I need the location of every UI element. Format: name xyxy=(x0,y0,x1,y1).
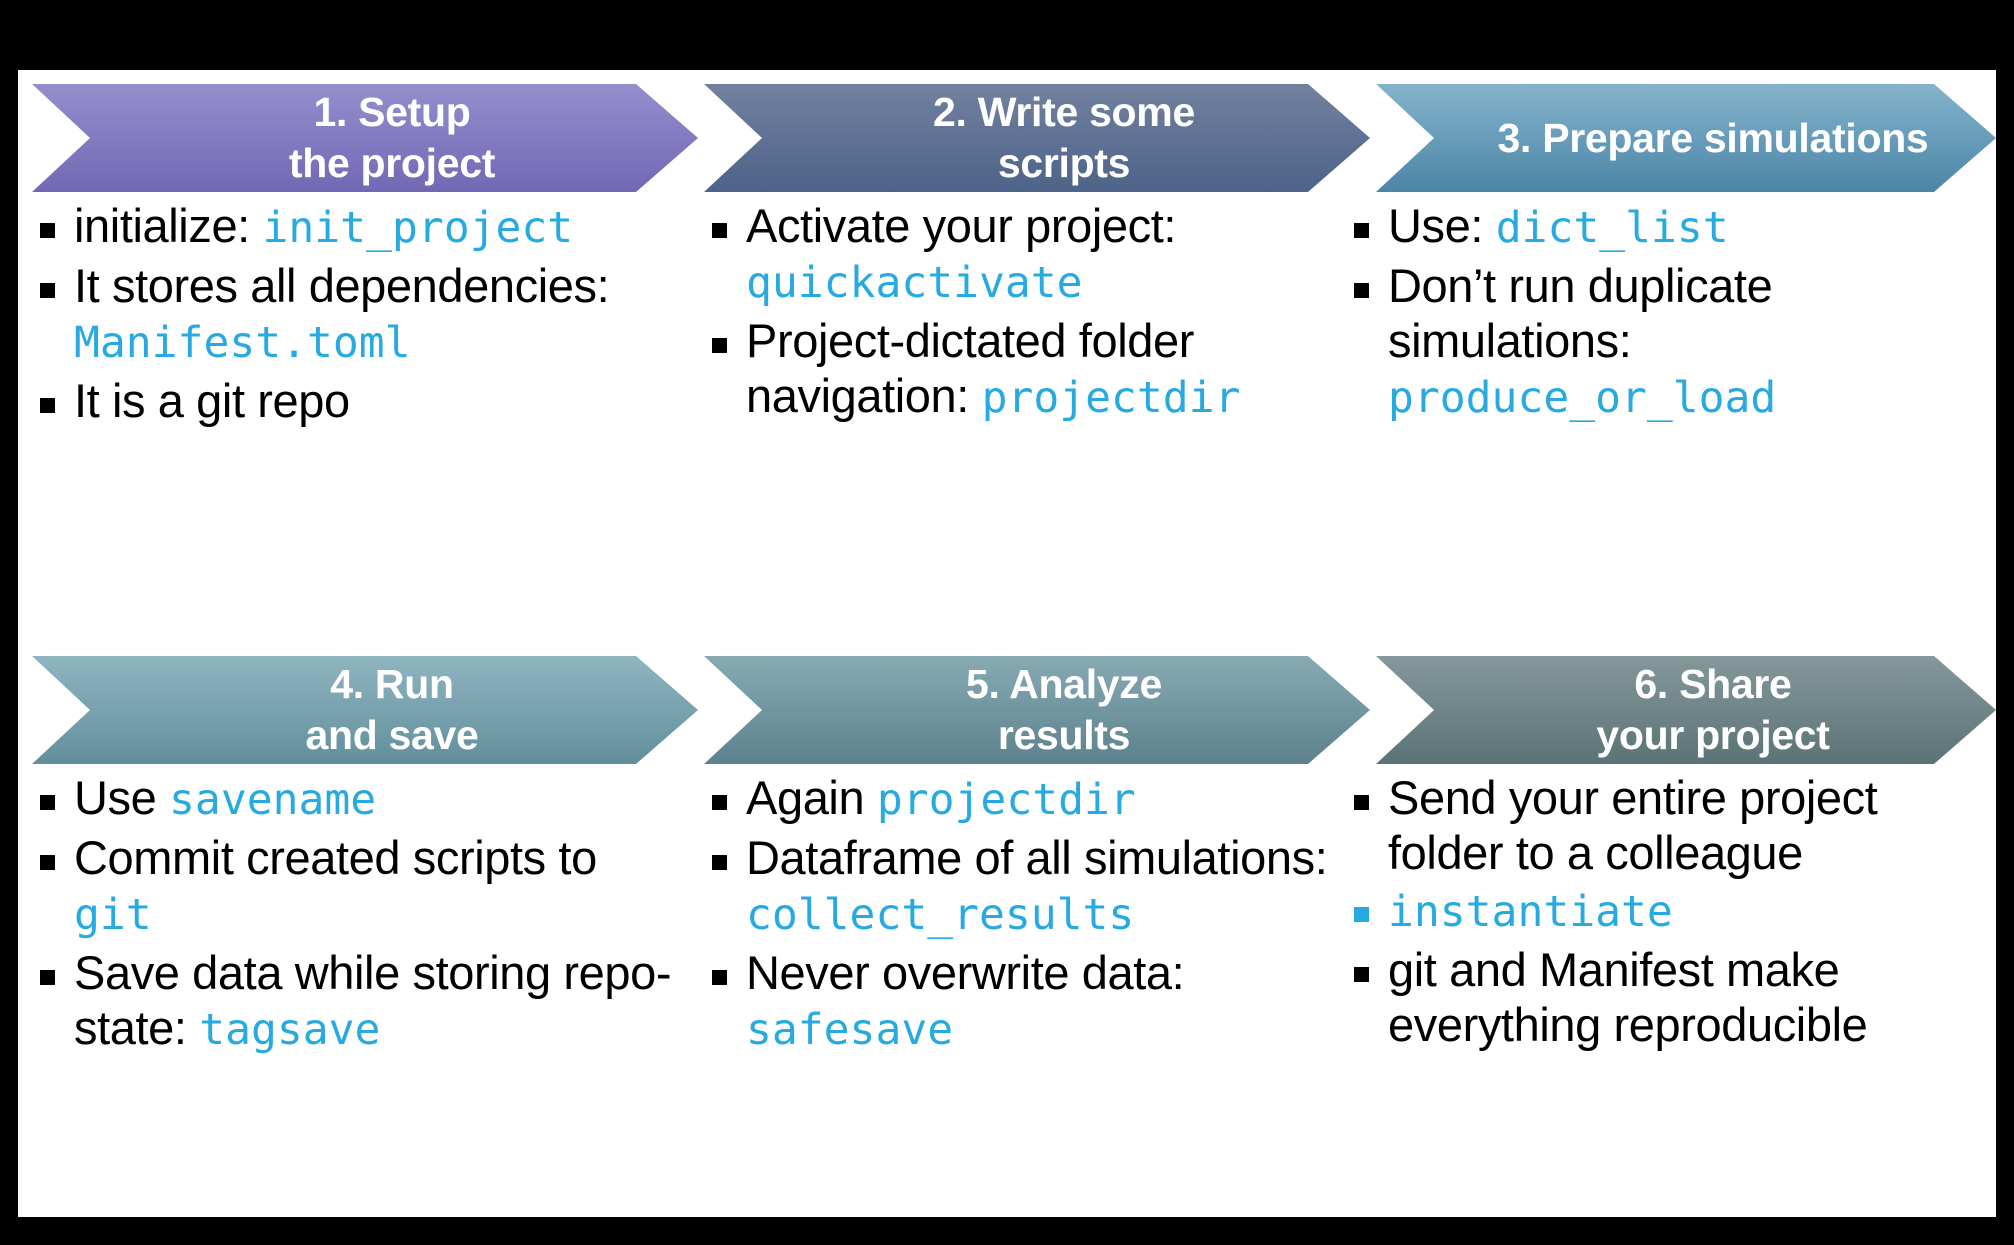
code-token: init_project xyxy=(262,203,574,253)
chevron-step-header-5: 5. Analyze results xyxy=(704,656,1370,764)
list-item: Dataframe of all simulations: collect_re… xyxy=(704,830,1354,943)
chevron-step-title: 4. Run and save xyxy=(305,661,479,758)
list-item: Again projectdir xyxy=(704,770,1354,828)
list-item: initialize: init_project xyxy=(32,198,682,256)
list-item: Send your entire project folder to a col… xyxy=(1346,770,1996,880)
bullet-text: Use: xyxy=(1388,199,1496,252)
bullet-text: Don’t run duplicate simulations: xyxy=(1388,259,1773,367)
bullet-list: Send your entire project folder to a col… xyxy=(1346,770,1996,1052)
list-item: Never overwrite data: safesave xyxy=(704,945,1354,1058)
bullet-text: Send your entire project folder to a col… xyxy=(1388,771,1878,879)
bullet-text: Again xyxy=(746,771,877,824)
list-item: Save data while storing repo-state: tags… xyxy=(32,945,682,1058)
chevron-step-title: 5. Analyze results xyxy=(965,661,1162,758)
chevron-step-title: 3. Prepare simulations xyxy=(1497,114,1929,161)
chevron-step-title: 1. Setup the project xyxy=(288,89,496,186)
list-item: Activate your project: quickactivate xyxy=(704,198,1354,311)
bullet-text: It stores all dependencies: xyxy=(74,259,610,312)
list-item: Don’t run duplicate simulations: produce… xyxy=(1346,258,1996,426)
code-token: tagsave xyxy=(199,1005,381,1055)
workflow-row-1: 1. Setup the project 2. Write some script… xyxy=(18,70,1996,642)
chevron-header-band-2: 4. Run and save 5. Analyze results 6. Shar… xyxy=(18,656,1996,764)
code-token: git xyxy=(74,890,152,940)
chevron-step-title: 6. Share your project xyxy=(1596,661,1830,758)
code-token: projectdir xyxy=(876,775,1136,825)
code-token: dict_list xyxy=(1495,203,1729,253)
slide-canvas: 1. Setup the project 2. Write some script… xyxy=(18,70,1996,1217)
code-token: Manifest.toml xyxy=(74,318,411,368)
chevron-step-header-1: 1. Setup the project xyxy=(32,84,698,192)
list-item: git and Manifest make everything reprodu… xyxy=(1346,942,1996,1052)
bullet-text: Activate your project: xyxy=(746,199,1177,252)
list-item: Commit created scripts to git xyxy=(32,830,682,943)
bullet-text: It is a git repo xyxy=(74,374,350,427)
list-item: It stores all dependencies: Manifest.tom… xyxy=(32,258,682,371)
code-token: safesave xyxy=(746,1005,954,1055)
workflow-row-2: 4. Run and save 5. Analyze results 6. Shar… xyxy=(18,642,1996,1217)
code-token: quickactivate xyxy=(746,258,1083,308)
bullet-text: Dataframe of all simulations: xyxy=(746,831,1328,884)
list-item: instantiate xyxy=(1346,882,1996,940)
list-item: Project-dictated folder navigation: proj… xyxy=(704,313,1354,426)
bullet-text: initialize: xyxy=(74,199,263,252)
bullet-text: Use xyxy=(74,771,170,824)
bullet-column-6: Send your entire project folder to a col… xyxy=(1346,770,1996,1054)
chevron-step-header-2: 2. Write some scripts xyxy=(704,84,1370,192)
code-token: projectdir xyxy=(981,373,1241,423)
chevron-header-band-1: 1. Setup the project 2. Write some script… xyxy=(18,84,1996,192)
chevron-step-header-6: 6. Share your project xyxy=(1376,656,1996,764)
list-item: It is a git repo xyxy=(32,373,682,428)
bullet-text: Never overwrite data: xyxy=(746,946,1185,999)
code-token: produce_or_load xyxy=(1388,373,1777,423)
code-token: collect_results xyxy=(746,890,1135,940)
code-token: instantiate xyxy=(1388,887,1673,937)
chevron-step-header-4: 4. Run and save xyxy=(32,656,698,764)
row-divider xyxy=(18,641,1996,642)
bullet-text: Commit created scripts to xyxy=(74,831,597,884)
bullet-text: git and Manifest make everything reprodu… xyxy=(1388,943,1868,1051)
chevron-step-title: 2. Write some scripts xyxy=(933,89,1195,186)
list-item: Use savename xyxy=(32,770,682,828)
list-item: Use: dict_list xyxy=(1346,198,1996,256)
bullet-text: Project-dictated folder navigation: xyxy=(746,314,1194,422)
code-token: savename xyxy=(169,775,377,825)
bullet-text: Save data while storing repo-state: xyxy=(74,946,672,1054)
chevron-step-header-3: 3. Prepare simulations xyxy=(1376,84,1996,192)
